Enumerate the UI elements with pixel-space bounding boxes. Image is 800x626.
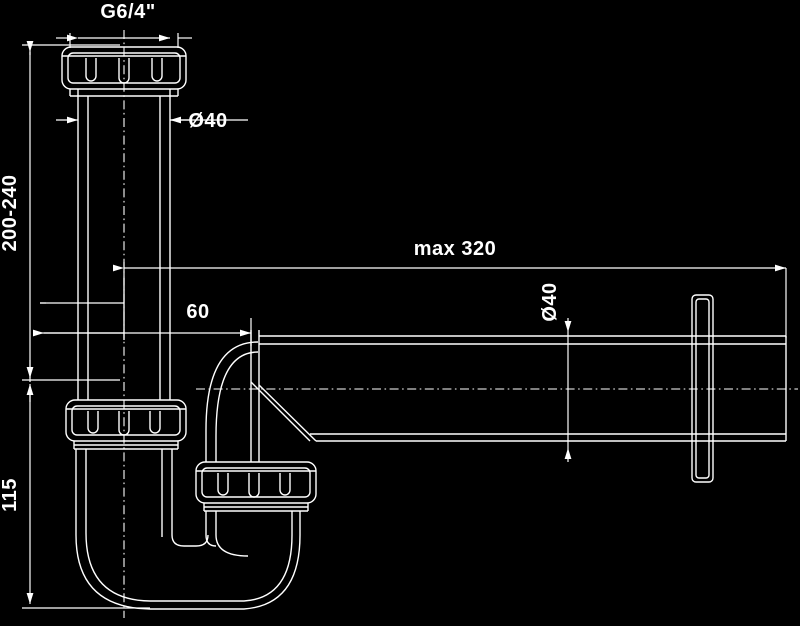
reach-max-label: max 320: [414, 238, 496, 260]
dim-height-lower: [22, 388, 150, 609]
dim-reach-max: [113, 262, 787, 340]
horizontal-outlet-pipe: [259, 335, 787, 442]
trap-right-leg: [205, 511, 301, 557]
trap-inner-bridge: [161, 533, 209, 547]
dim-offset-60: [33, 278, 252, 346]
outlet-coupling-nut: [195, 461, 317, 512]
height-range-label: 200-240: [0, 175, 21, 252]
height-lower-label: 115: [0, 478, 21, 512]
trap-bowl: [75, 449, 301, 610]
wall-rosette: [691, 294, 714, 483]
outlet-taper: [250, 381, 317, 442]
diameter-top-label: Ø40: [188, 110, 227, 132]
trap-elbow-riser: [205, 330, 260, 462]
middle-coupling-nut: [65, 399, 187, 450]
vertical-inlet-pipe: [77, 89, 171, 400]
thread-label: G6/4": [100, 1, 155, 23]
dim-height-range: [22, 41, 120, 382]
offset-60-label: 60: [186, 301, 209, 323]
diameter-outlet-label: Ø40: [539, 282, 561, 321]
